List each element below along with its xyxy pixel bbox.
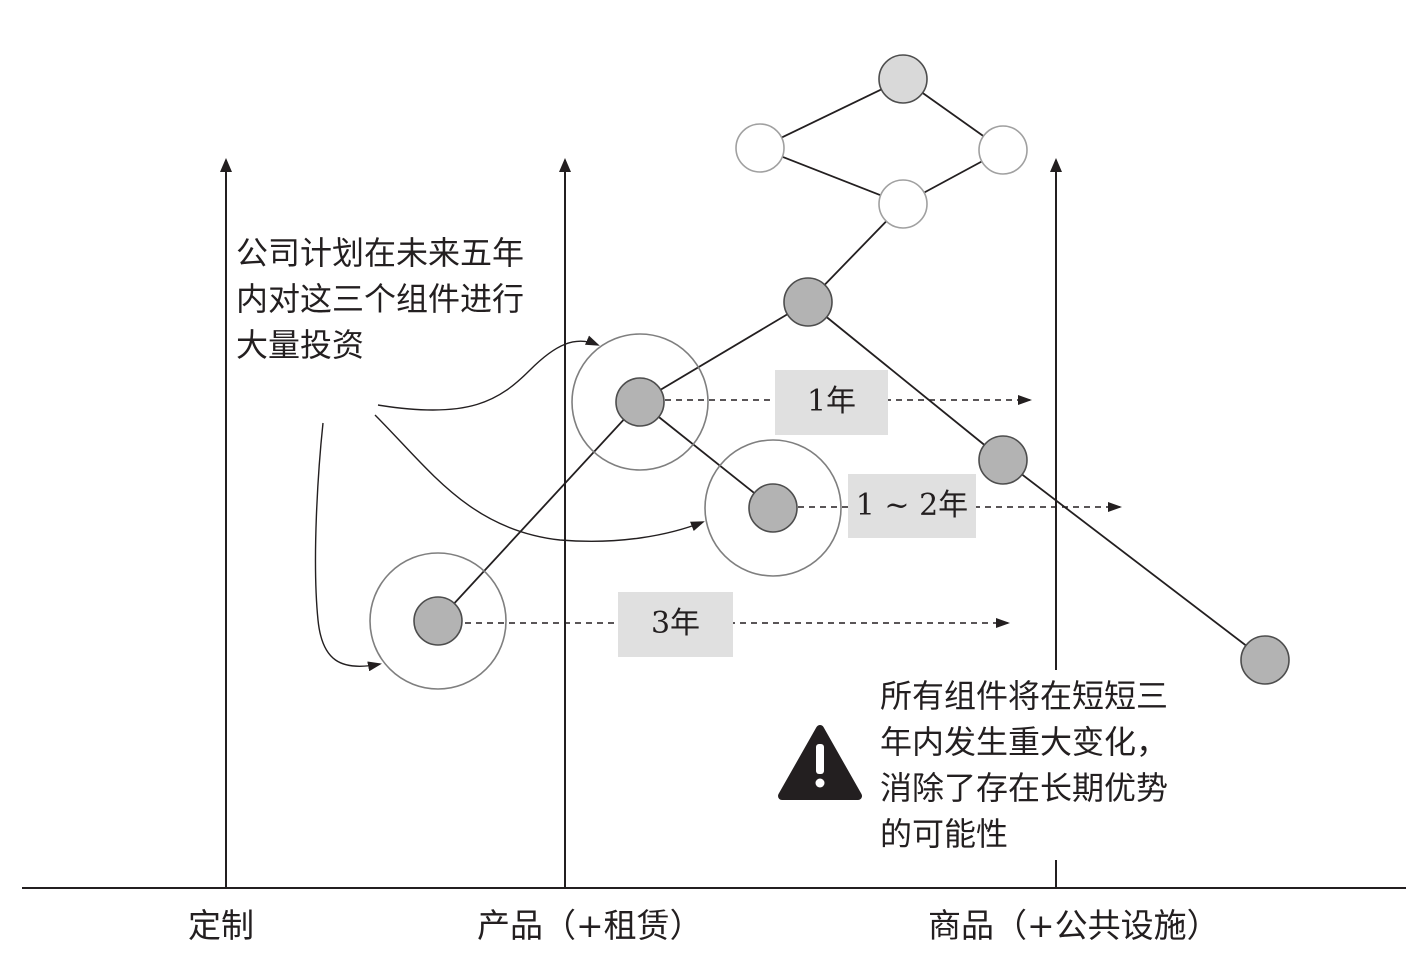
one-year-label: 1年 [806, 384, 857, 419]
node-second [748, 483, 798, 533]
node-custom [413, 596, 463, 646]
node-right-mid [978, 435, 1028, 485]
pointer-to-second [374, 414, 705, 542]
investment-ring-custom [369, 552, 507, 690]
link-upper-mid-right [807, 301, 1004, 461]
node-bottom [878, 179, 928, 229]
value-chain-nodes [413, 54, 1290, 685]
link-upper-mid-product [639, 301, 809, 403]
warning-triangle-icon [778, 725, 862, 800]
investment-note: 公司计划在未来五年 内对这三个组件进行 大量投资 [236, 230, 524, 368]
axis-label-commodity: 商品（+公共设施） [928, 906, 1220, 945]
link-top-left [759, 78, 904, 149]
link-right-far [1002, 459, 1266, 661]
node-product [615, 377, 665, 427]
investment-note-line2: 内对这三个组件进行 [236, 280, 525, 318]
one-to-two-years-label-box [848, 474, 976, 538]
link-product-second [639, 401, 774, 509]
warning-note-line1: 所有组件将在短短三 [880, 677, 1169, 715]
node-far-right [1240, 635, 1290, 685]
warning-note-line3: 消除了存在长期优势 [880, 769, 1169, 807]
one-year-label-box [775, 370, 888, 435]
node-upper-mid [783, 277, 833, 327]
link-product-custom [437, 401, 641, 622]
value-chain-links [437, 78, 1266, 661]
three-years-label-box [618, 592, 733, 657]
investment-ring-product [571, 333, 709, 471]
node-top [878, 54, 928, 104]
link-left-bottom [759, 147, 904, 205]
note-pointer-arrows [314, 335, 705, 672]
node-right [978, 125, 1028, 175]
three-years-label: 3年 [650, 606, 701, 641]
investment-ring-second [704, 439, 842, 577]
warning-note-line4: 的可能性 [880, 815, 1009, 853]
investment-note-line1: 公司计划在未来五年 [236, 234, 525, 272]
warning-note: 所有组件将在短短三 年内发生重大变化， 消除了存在长期优势 的可能性 [880, 673, 1168, 857]
axis-label-product: 产品（+租赁） [477, 906, 703, 945]
node-left [735, 123, 785, 173]
investment-note-line3: 大量投资 [236, 326, 365, 364]
pointer-to-custom [314, 422, 382, 672]
warning-note-line2: 年内发生重大变化， [880, 723, 1169, 761]
one-to-two-years-label: 1 ~ 2年 [855, 488, 969, 523]
axis-label-custom: 定制 [188, 906, 254, 945]
pointer-to-product [377, 335, 600, 411]
